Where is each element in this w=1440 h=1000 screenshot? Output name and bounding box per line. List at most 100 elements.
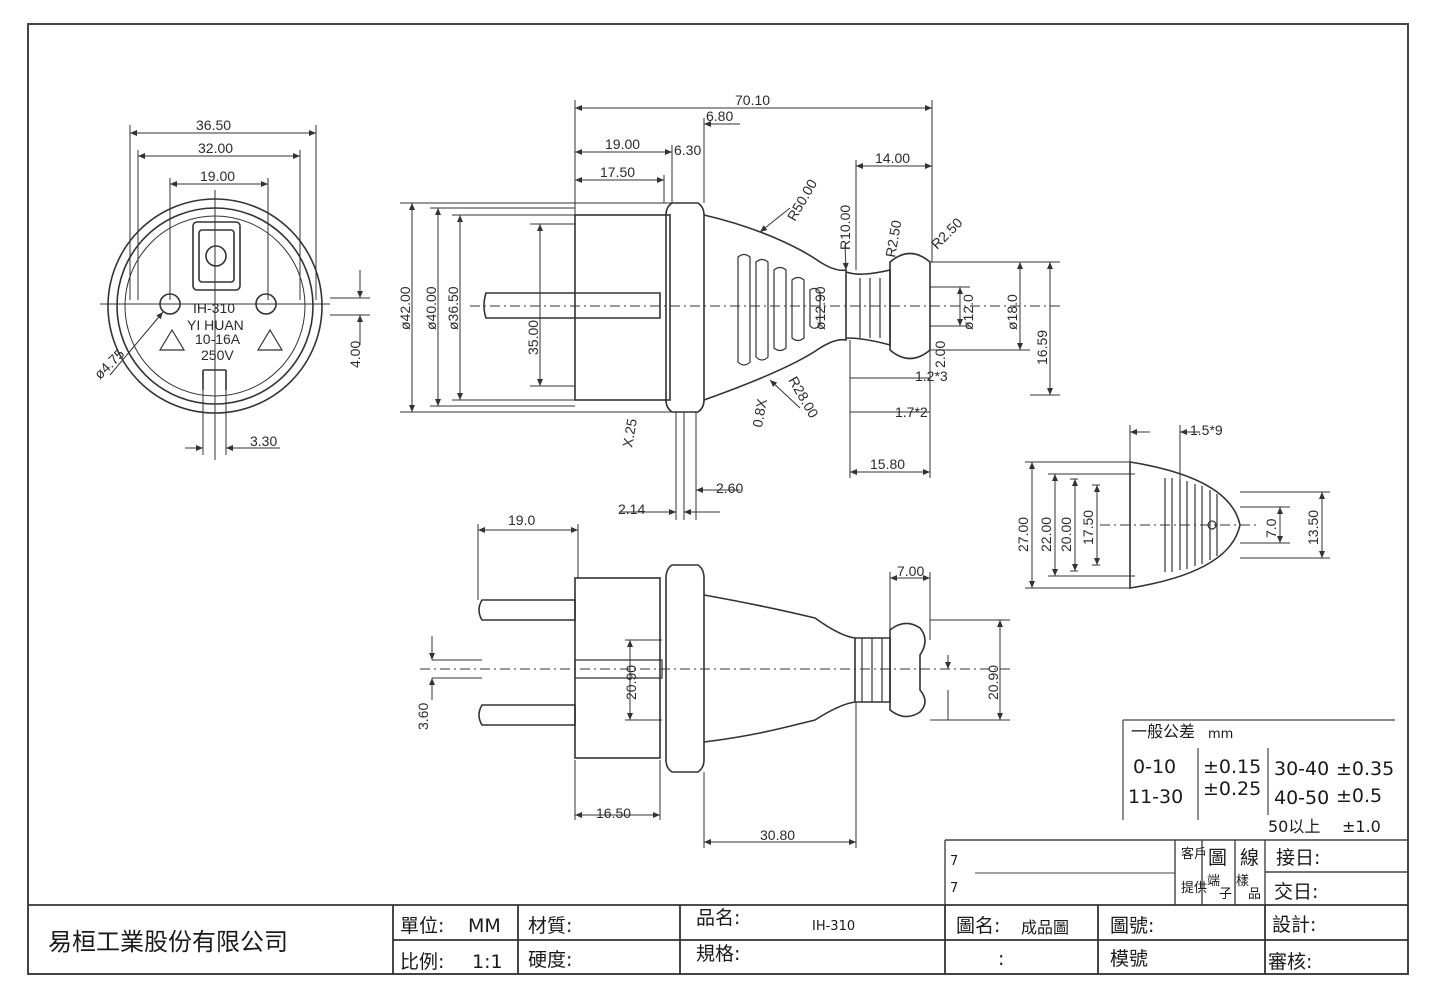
dim-7-0: 7.0 (1263, 518, 1279, 538)
tol-r3b: ±1.0 (1342, 817, 1381, 836)
dim-3-30: 3.30 (250, 433, 277, 449)
top-view (420, 524, 1010, 848)
dim-20-90-b: 20.90 (985, 665, 1001, 700)
model-text: IH-310 (193, 300, 235, 316)
approval-line: 線 (1240, 847, 1259, 869)
dim-22-00: 22.00 (1038, 517, 1054, 552)
unit-label: 單位: (400, 915, 444, 937)
dim-r50-00: R50.00 (784, 176, 821, 223)
dim-3-60: 3.60 (415, 703, 431, 730)
dim-36-50: 36.50 (196, 117, 231, 133)
product-label: 品名: (696, 907, 740, 929)
tol-r1b: ±0.15 (1203, 756, 1261, 778)
tol-r1d: ±0.35 (1336, 758, 1394, 780)
approval-sample2: 品 (1248, 887, 1261, 902)
dim-16-50: 16.50 (596, 805, 631, 821)
side-view-labels: 70.10 6.80 19.00 6.30 17.50 14.00 R50.00… (397, 92, 1050, 517)
side-view (400, 100, 1060, 520)
scale-value: 1:1 (472, 951, 503, 973)
dim-r28-00: R28.00 (785, 374, 822, 421)
dim-19-00: 19.00 (605, 136, 640, 152)
approval-row1: 7 (950, 854, 958, 869)
tol-r1c: 30-40 (1274, 758, 1329, 780)
dim-20-00: 20.00 (1058, 517, 1074, 552)
approval-receive: 接日: (1276, 847, 1320, 869)
dim-1-5x9: 1.5*9 (1190, 422, 1223, 438)
design-label: 設計: (1272, 914, 1316, 936)
tolerance-labels: 一般公差 mm 0-10 ±0.15 30-40 ±0.35 11-30 ±0.… (1128, 722, 1394, 836)
dim-1-2x3: 1.2*3 (915, 368, 948, 384)
dim-o12-90: ø12.90 (812, 286, 828, 330)
drawing-no-label: 圖號: (1110, 915, 1154, 937)
drawing-border (27, 23, 1409, 975)
front-view (100, 125, 370, 460)
dim-o18-0: ø18.0 (1004, 294, 1020, 330)
tolerance-unit: mm (1208, 727, 1233, 742)
dim-32-00: 32.00 (198, 140, 233, 156)
approval-sample1: 樣 (1236, 874, 1249, 889)
dim-r10-00: R10.00 (837, 205, 853, 250)
dim-6-30: 6.30 (674, 142, 701, 158)
dim-14-00: 14.00 (875, 150, 910, 166)
dim-2-00: 2.00 (932, 341, 948, 368)
mold-label: 模號 (1110, 948, 1148, 970)
dim-7-00: 7.00 (897, 563, 924, 579)
scale-label: 比例: (400, 951, 444, 973)
company-name: 易桓工業股份有限公司 (48, 928, 288, 956)
dim-x25: X.25 (619, 417, 640, 448)
dim-35-00: 35.00 (525, 320, 541, 355)
dim-4-00: 4.00 (347, 341, 363, 368)
tol-r1a: 0-10 (1133, 756, 1176, 778)
approval-term1: 端 (1207, 874, 1220, 889)
dim-6-80: 6.80 (706, 108, 733, 124)
end-view-labels: 1.5*9 27.00 22.00 20.00 17.50 7.0 13.50 (1015, 422, 1321, 552)
title-block-labels: 易桓工業股份有限公司 單位: MM 比例: 1:1 材質: 硬度: 品名: IH… (48, 907, 1316, 973)
dim-13-50: 13.50 (1305, 510, 1321, 545)
brand-text: YI HUAN (187, 317, 244, 333)
dim-27-00: 27.00 (1015, 517, 1031, 552)
current-text: 10-16A (195, 331, 241, 347)
dim-1-7x2: 1.7*2 (895, 404, 928, 420)
dim-o12-0: ø12.0 (960, 294, 976, 330)
approval-term2: 子 (1219, 887, 1232, 902)
dim-15-80: 15.80 (870, 456, 905, 472)
approval-pic: 圖 (1208, 847, 1227, 869)
material-label: 材質: (528, 915, 572, 937)
dim-19-00: 19.00 (200, 168, 235, 184)
tol-r2d: ±0.5 (1336, 785, 1382, 807)
dim-0-8x: 0.8X (749, 397, 770, 429)
dim-20-90-a: 20.90 (623, 665, 639, 700)
dim-2-60: 2.60 (716, 480, 743, 496)
unit-value: MM (468, 915, 501, 937)
tol-r2a: 11-30 (1128, 786, 1183, 808)
end-view (1025, 425, 1330, 589)
review-label: 審核: (1268, 951, 1312, 973)
tolerance-table (1122, 719, 1395, 820)
tolerance-title: 一般公差 (1131, 722, 1195, 741)
dim-16-59: 16.59 (1034, 330, 1050, 365)
tol-r3a: 50以上 (1268, 817, 1320, 836)
dim-19-0: 19.0 (508, 512, 535, 528)
approval-row2: 7 (950, 881, 958, 896)
tol-r2b: ±0.25 (1203, 778, 1261, 800)
approval-labels: 7 7 客戶 提供 圖 端 子 線 樣 品 接日: 交日: (950, 846, 1320, 903)
dim-17-50: 17.50 (1080, 510, 1096, 545)
approval-deliver: 交日: (1274, 881, 1318, 903)
dim-r2-50-b: R2.50 (928, 214, 966, 252)
dim-30-80: 30.80 (760, 827, 795, 843)
hardness-label: 硬度: (528, 949, 572, 971)
approval-box (944, 839, 1408, 905)
product-value: IH-310 (812, 919, 855, 934)
dim-r2-50-a: R2.50 (882, 219, 904, 259)
spec-label: 規格: (696, 943, 740, 965)
top-view-labels: 19.0 20.90 3.60 7.00 20.90 16.50 30.80 (415, 512, 1001, 843)
front-view-labels: 36.50 32.00 19.00 IH-310 YI HUAN 10-16A … (91, 117, 363, 449)
drawing-name-value: 成品圖 (1021, 918, 1069, 937)
dim-o42-00: ø42.00 (397, 286, 413, 330)
voltage-text: 250V (201, 347, 234, 363)
title-block (28, 904, 1408, 974)
dim-4-75: ø4.75 (91, 345, 128, 382)
approval-cust1: 客戶 (1181, 846, 1207, 862)
tol-r2c: 40-50 (1274, 787, 1329, 809)
